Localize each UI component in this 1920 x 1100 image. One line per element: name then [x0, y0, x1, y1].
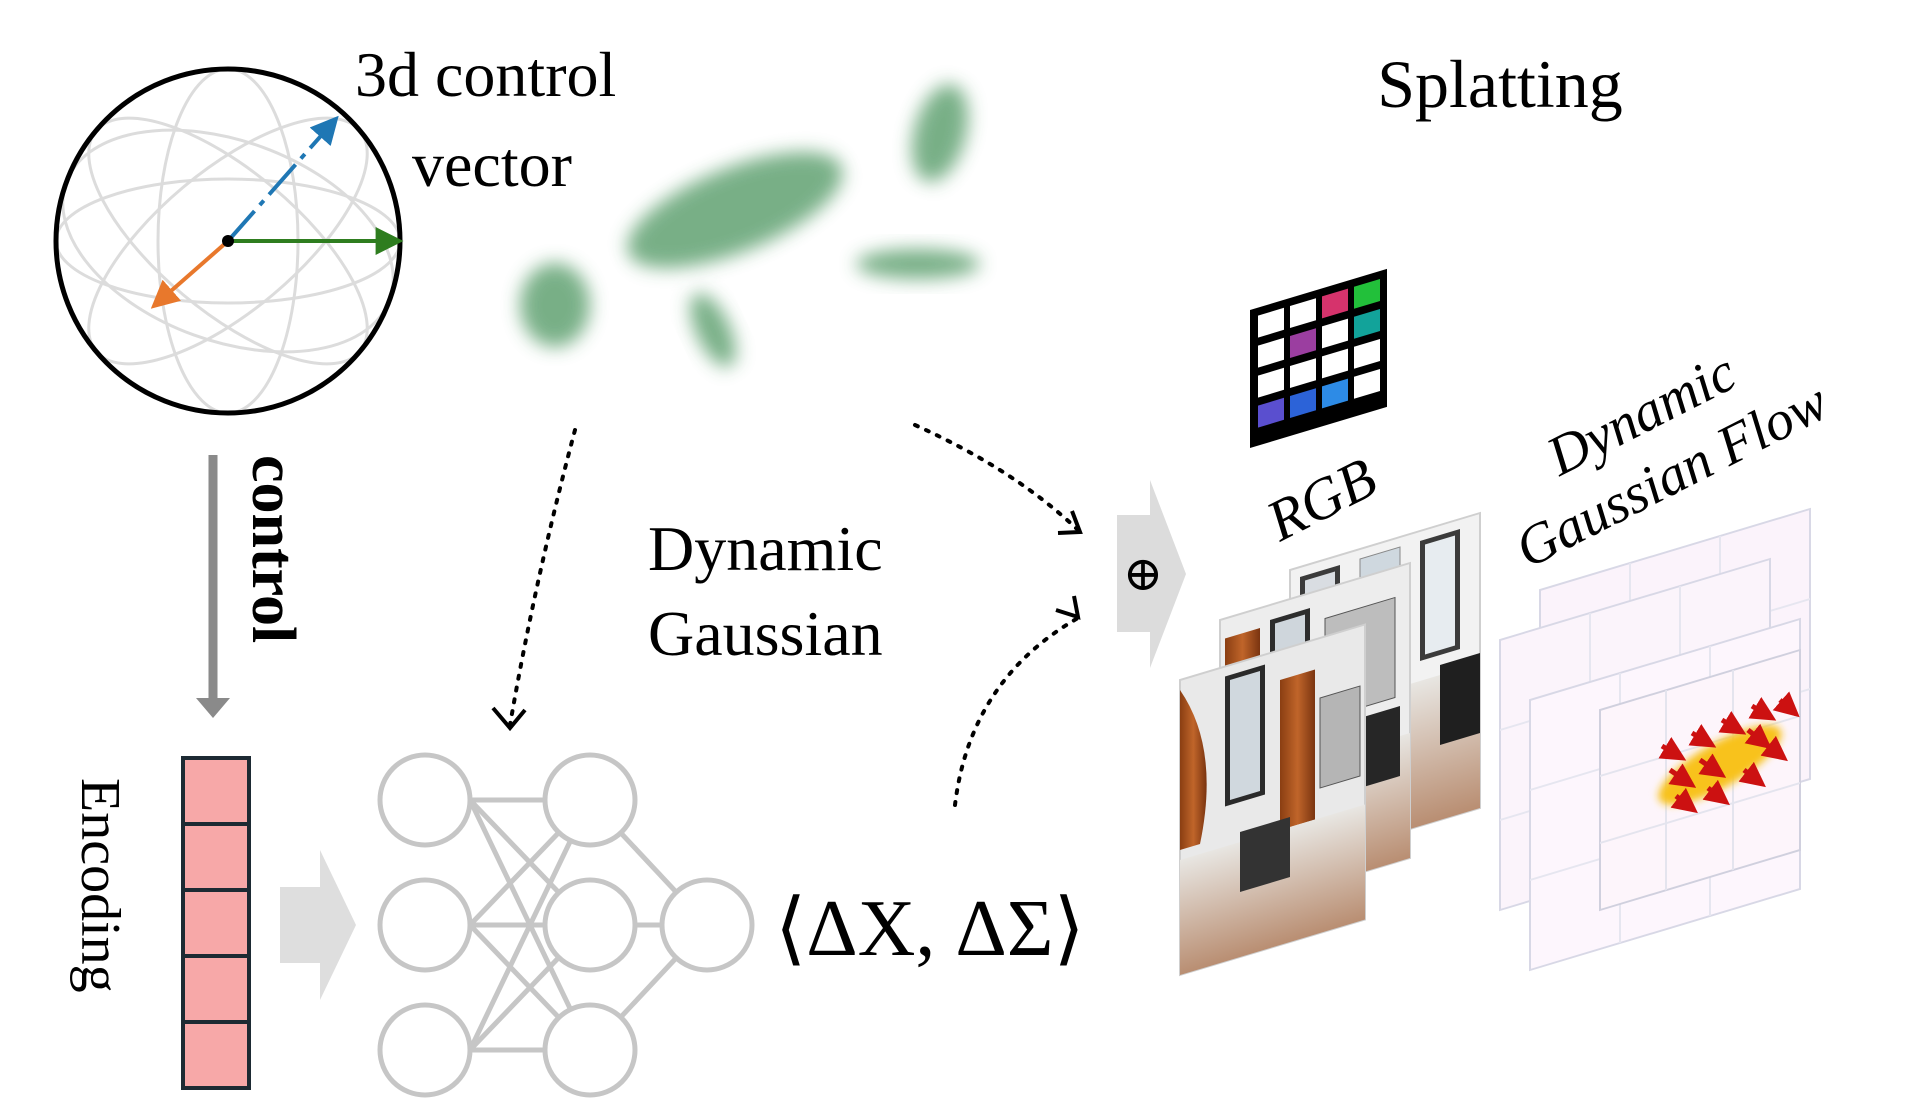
encoding-vector: [181, 756, 251, 1090]
encoding-to-network-arrow: [280, 850, 356, 1000]
rgb-image-stack: [1179, 511, 1481, 977]
dotted-arrow-heads: [491, 510, 1083, 732]
splatting-title: Splatting: [1377, 46, 1623, 122]
control-label: control: [239, 455, 307, 643]
flow-arrows-icon: [1658, 691, 1800, 814]
blue-vector: [226, 115, 339, 243]
control-vector-label: 3d control vector: [355, 39, 632, 200]
delta-output-label: ⟨ΔX, ΔΣ⟩: [775, 885, 1085, 973]
sphere-icon: [53, 66, 404, 416]
oplus-symbol: ⊕: [1123, 548, 1163, 601]
rgb-label: RGB: [1256, 444, 1387, 554]
orange-vector: [150, 239, 230, 309]
rgb-grid-icon: [1250, 268, 1387, 448]
dotted-arrows: [508, 423, 1080, 807]
encoding-label: Encoding: [69, 778, 131, 993]
neural-network-icon: [377, 752, 755, 1098]
composition-arrow: [1117, 480, 1186, 668]
control-arrow: [196, 455, 230, 718]
gaussian-blobs: [520, 84, 980, 367]
dynamic-gaussian-label: Dynamic Gaussian: [648, 513, 899, 669]
